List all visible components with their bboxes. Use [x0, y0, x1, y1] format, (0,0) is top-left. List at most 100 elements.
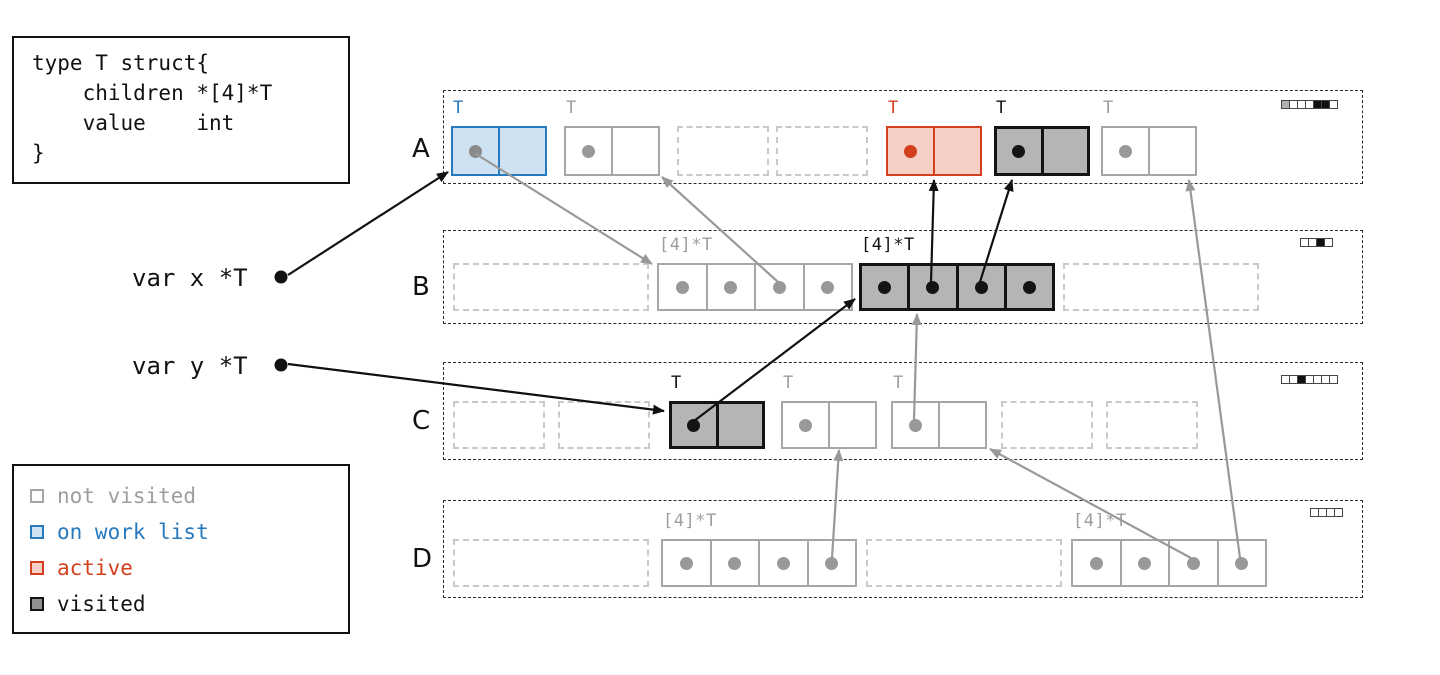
empty-slot: [453, 263, 649, 311]
var-x-pointer-dot: [274, 270, 288, 284]
object-label-visited: T: [996, 98, 1007, 118]
object-cell: [1073, 541, 1122, 585]
pointer-dot: [1119, 144, 1132, 158]
heap-object-notvisited: [1101, 126, 1197, 176]
object-cell: [760, 541, 809, 585]
object-cell: [940, 403, 985, 447]
pointer-dot: [772, 280, 786, 294]
pointer-dot: [878, 280, 892, 294]
pointer-dot: [821, 280, 835, 294]
pointer-dot: [1022, 280, 1036, 294]
region-a-label: A: [412, 134, 430, 164]
object-cell: [708, 265, 756, 309]
var-y-label: var y *T: [132, 352, 248, 380]
legend-swatch-worklist-icon: [30, 525, 44, 539]
object-cell: [935, 128, 980, 174]
pointer-dot: [1138, 556, 1152, 570]
pointer-dot: [909, 418, 922, 432]
heap-object-notvisited: [1071, 539, 1267, 587]
object-cell: [566, 128, 613, 174]
legend-label-notvisited: not visited: [57, 484, 197, 508]
object-cell: [712, 541, 760, 585]
object-cell: [1219, 541, 1266, 585]
heap-object-visited: [859, 263, 1055, 311]
heap-object-notvisited: [781, 401, 877, 449]
empty-slot: [776, 126, 868, 176]
object-cell: [959, 266, 1007, 308]
object-cell: [805, 265, 852, 309]
pointer-dot: [728, 556, 742, 570]
heap-object-notvisited: [657, 263, 853, 311]
object-label-worklist: T: [453, 98, 464, 118]
type-definition-code: type T struct{ children *[4]*T value int…: [12, 36, 350, 184]
heap-object-notvisited: [661, 539, 857, 587]
pointer-dot: [904, 144, 917, 158]
legend-item-visited: visited: [30, 586, 332, 622]
pointer-dot: [469, 144, 482, 158]
object-cell: [1103, 128, 1150, 174]
object-cell: [888, 128, 935, 174]
object-label-active: T: [888, 98, 899, 118]
object-cell: [756, 265, 805, 309]
legend-item-active: active: [30, 550, 332, 586]
empty-slot: [677, 126, 769, 176]
bitmap-cell: [1334, 508, 1343, 517]
region-a-allocation-bitmap: [1281, 100, 1338, 109]
pointer-dot: [974, 280, 988, 294]
pointer-dot: [675, 280, 689, 294]
pointer-dot: [1012, 144, 1026, 158]
object-cell: [1150, 128, 1195, 174]
region-b-allocation-bitmap: [1300, 238, 1333, 247]
heap-object-active: [886, 126, 982, 176]
pointer-dot: [1235, 556, 1249, 570]
object-cell: [659, 265, 708, 309]
empty-slot: [453, 401, 545, 449]
object-cell: [672, 404, 719, 446]
object-cell: [1007, 266, 1052, 308]
heap-object-notvisited: [891, 401, 987, 449]
region-d: [4]*T [4]*T: [443, 500, 1363, 598]
legend-swatch-notvisited-icon: [30, 489, 44, 503]
object-cell: [809, 541, 856, 585]
object-label-notvisited: T: [893, 373, 904, 393]
region-d-allocation-bitmap: [1310, 508, 1343, 517]
object-cell: [893, 403, 940, 447]
empty-slot: [866, 539, 1062, 587]
pointer-dot: [687, 418, 701, 432]
object-label-visited: T: [671, 373, 682, 393]
legend-item-notvisited: not visited: [30, 478, 332, 514]
heap-object-visited: [994, 126, 1090, 176]
region-d-label: D: [412, 544, 433, 574]
object-label-notvisited: T: [783, 373, 794, 393]
empty-slot: [1063, 263, 1259, 311]
region-b: [4]*T [4]*T: [443, 230, 1363, 324]
pointer-dot: [679, 556, 693, 570]
object-cell: [719, 404, 763, 446]
object-cell: [500, 128, 545, 174]
pointer-dot: [1186, 556, 1200, 570]
pointer-dot: [799, 418, 812, 432]
object-cell: [1122, 541, 1170, 585]
object-label-visited: [4]*T: [861, 235, 915, 255]
legend-label-active: active: [57, 556, 133, 580]
pointer-dot: [926, 280, 940, 294]
object-label-notvisited: T: [1103, 98, 1114, 118]
object-label-notvisited: [4]*T: [663, 511, 717, 531]
object-label-notvisited: [4]*T: [659, 235, 713, 255]
var-x-label: var x *T: [132, 264, 248, 292]
pointer-dot: [825, 556, 839, 570]
legend-swatch-visited-icon: [30, 597, 44, 611]
object-cell: [1170, 541, 1219, 585]
object-label-notvisited: [4]*T: [1073, 511, 1127, 531]
bitmap-cell: [1329, 100, 1338, 109]
object-cell: [453, 128, 500, 174]
region-c-label: C: [412, 406, 431, 436]
legend-swatch-active-icon: [30, 561, 44, 575]
object-cell: [783, 403, 830, 447]
bitmap-cell: [1329, 375, 1338, 384]
pointer-dot: [1089, 556, 1103, 570]
arrow-var-x-to-a-worklist: [287, 171, 449, 276]
